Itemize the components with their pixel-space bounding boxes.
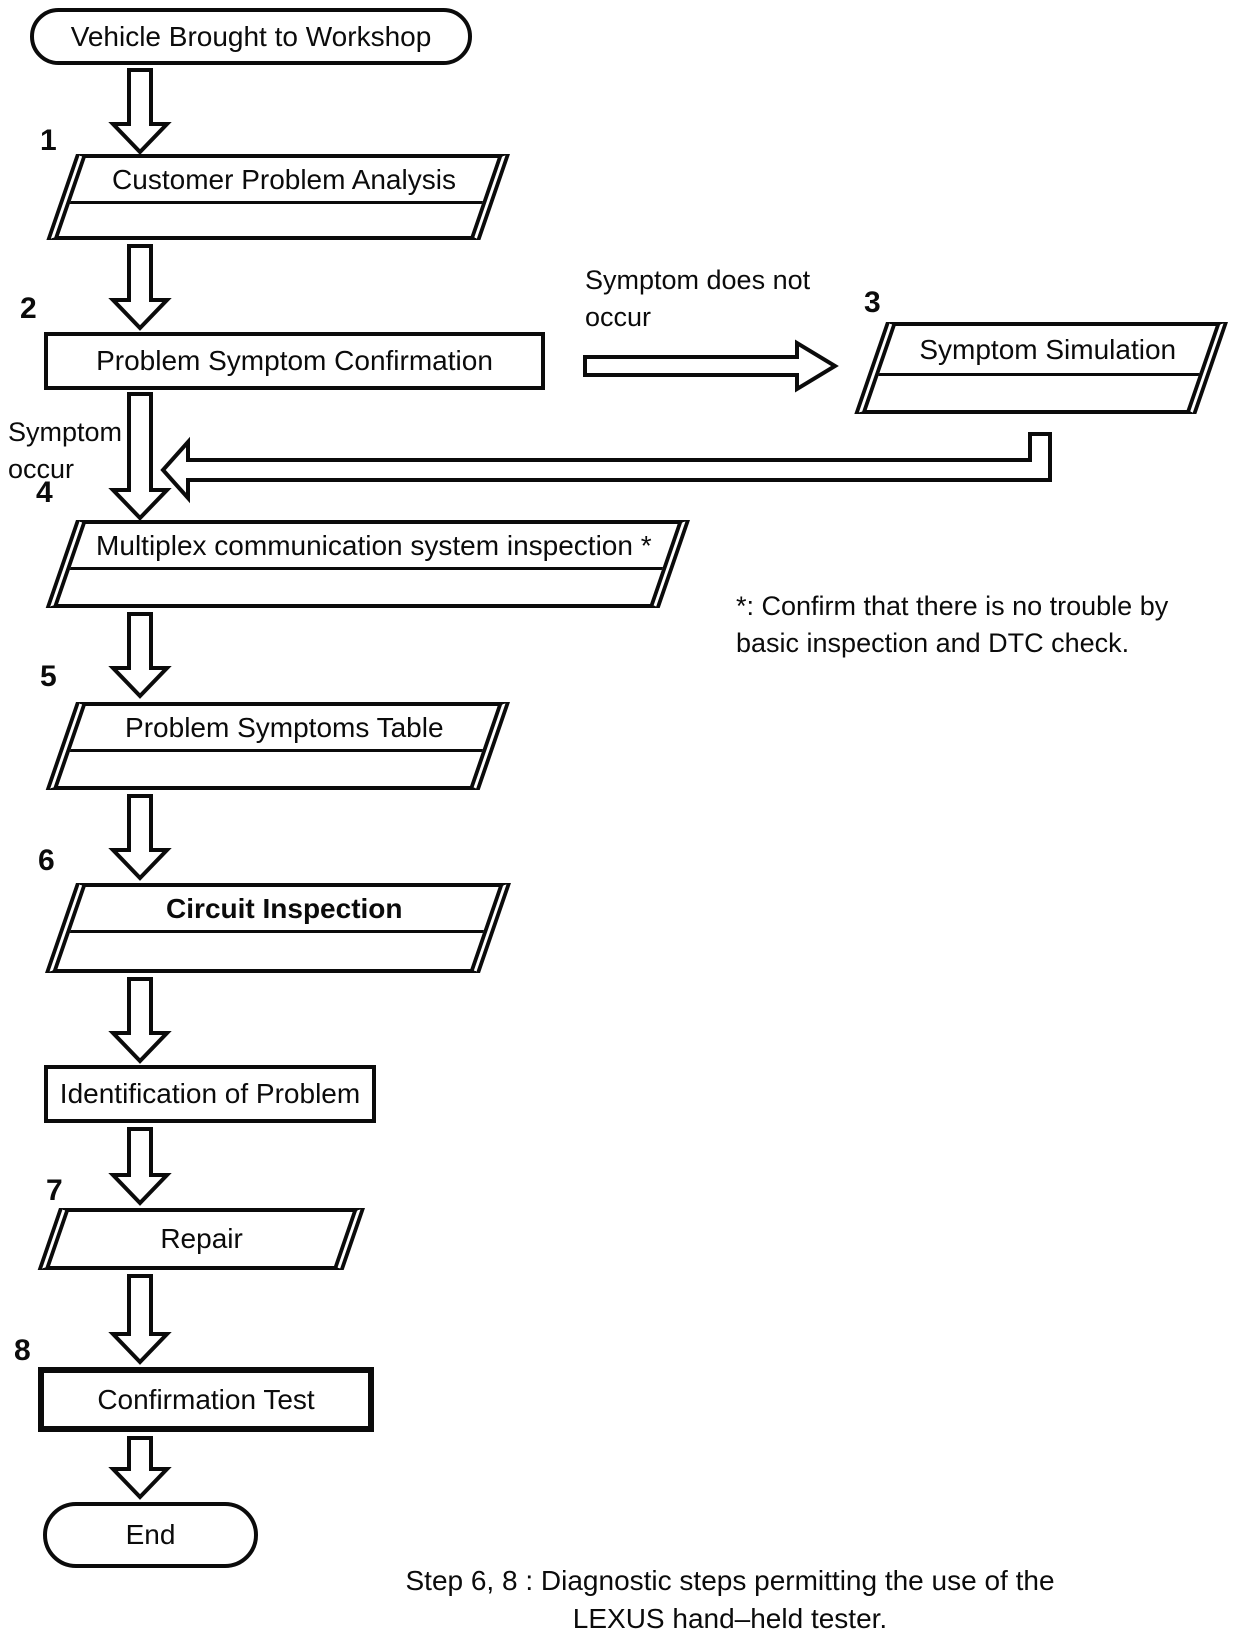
process-row: Circuit Inspection — [69, 887, 499, 933]
down-arrow-icon — [108, 977, 172, 1064]
process-label: Circuit Inspection — [166, 892, 403, 924]
process-label: Identification of Problem — [59, 1078, 361, 1109]
down-arrow-icon — [108, 1436, 172, 1500]
down-arrow-icon — [108, 612, 172, 699]
step-number-8: 8 — [14, 1334, 31, 1367]
step-number-2: 2 — [20, 292, 37, 325]
process-label: Repair — [160, 1223, 243, 1254]
caption-line2: LEXUS hand–held tester. — [572, 1603, 888, 1634]
process-identification-of-problem: Identification of Problem — [44, 1065, 376, 1123]
step-number-3: 3 — [864, 286, 881, 319]
down-arrow-icon — [108, 68, 172, 155]
process-customer-problem-analysis: Customer Problem Analysis — [46, 154, 511, 240]
branch-label-symptom-occur: Symptom occur — [8, 414, 122, 488]
process-label: Multiplex communication system inspectio… — [96, 529, 653, 561]
footnote-line2: basic inspection and DTC check. — [736, 628, 1130, 658]
step-number-4: 4 — [36, 476, 53, 509]
return-elbow-arrow-icon — [160, 432, 1052, 504]
process-row: Repair — [50, 1212, 353, 1266]
end-terminator: End — [43, 1502, 258, 1568]
caption-line1: Step 6, 8 : Diagnostic steps permitting … — [405, 1565, 1055, 1596]
process-problem-symptoms-table: Problem Symptoms Table — [45, 702, 511, 790]
footnote: *: Confirm that there is no trouble by b… — [736, 588, 1168, 662]
process-label: Symptom Simulation — [919, 333, 1176, 365]
start-label: Vehicle Brought to Workshop — [70, 20, 432, 52]
branch-label-line1: Symptom does not — [585, 265, 811, 295]
down-arrow-icon — [108, 794, 172, 881]
branch-label-line1: Symptom — [8, 417, 123, 447]
process-multiplex-communication-system-inspection: Multiplex communication system inspectio… — [45, 520, 691, 608]
branch-label-symptom-does-not-occur: Symptom does not occur — [585, 262, 810, 336]
process-label: Problem Symptoms Table — [124, 711, 444, 743]
process-circuit-inspection: Circuit Inspection — [45, 883, 512, 973]
process-row: Customer Problem Analysis — [69, 158, 498, 204]
right-arrow-icon — [583, 339, 839, 393]
branch-label-line2: occur — [8, 454, 75, 484]
down-arrow-icon — [108, 1127, 172, 1206]
process-label: Customer Problem Analysis — [112, 163, 457, 195]
branch-label-line2: occur — [585, 302, 652, 332]
end-label: End — [125, 1519, 176, 1550]
step-number-1: 1 — [40, 124, 57, 157]
step-number-5: 5 — [40, 660, 57, 693]
process-row: Problem Symptoms Table — [69, 706, 498, 752]
process-label: Problem Symptom Confirmation — [96, 345, 493, 376]
down-arrow-icon — [108, 392, 172, 521]
caption: Step 6, 8 : Diagnostic steps permitting … — [380, 1562, 1080, 1634]
down-arrow-icon — [108, 1274, 172, 1365]
process-label: Confirmation Test — [97, 1383, 315, 1415]
step-number-6: 6 — [38, 844, 55, 877]
footnote-line1: *: Confirm that there is no trouble by — [736, 591, 1169, 621]
down-arrow-icon — [108, 244, 172, 331]
process-row: Symptom Simulation — [878, 326, 1216, 376]
step-number-7: 7 — [46, 1174, 63, 1207]
process-row: Multiplex communication system inspectio… — [69, 524, 678, 570]
process-problem-symptom-confirmation: Problem Symptom Confirmation — [44, 332, 545, 390]
process-symptom-simulation: Symptom Simulation — [854, 322, 1228, 414]
start-terminator: Vehicle Brought to Workshop — [30, 8, 472, 65]
process-repair: Repair — [37, 1208, 366, 1270]
process-confirmation-test: Confirmation Test — [38, 1367, 374, 1432]
